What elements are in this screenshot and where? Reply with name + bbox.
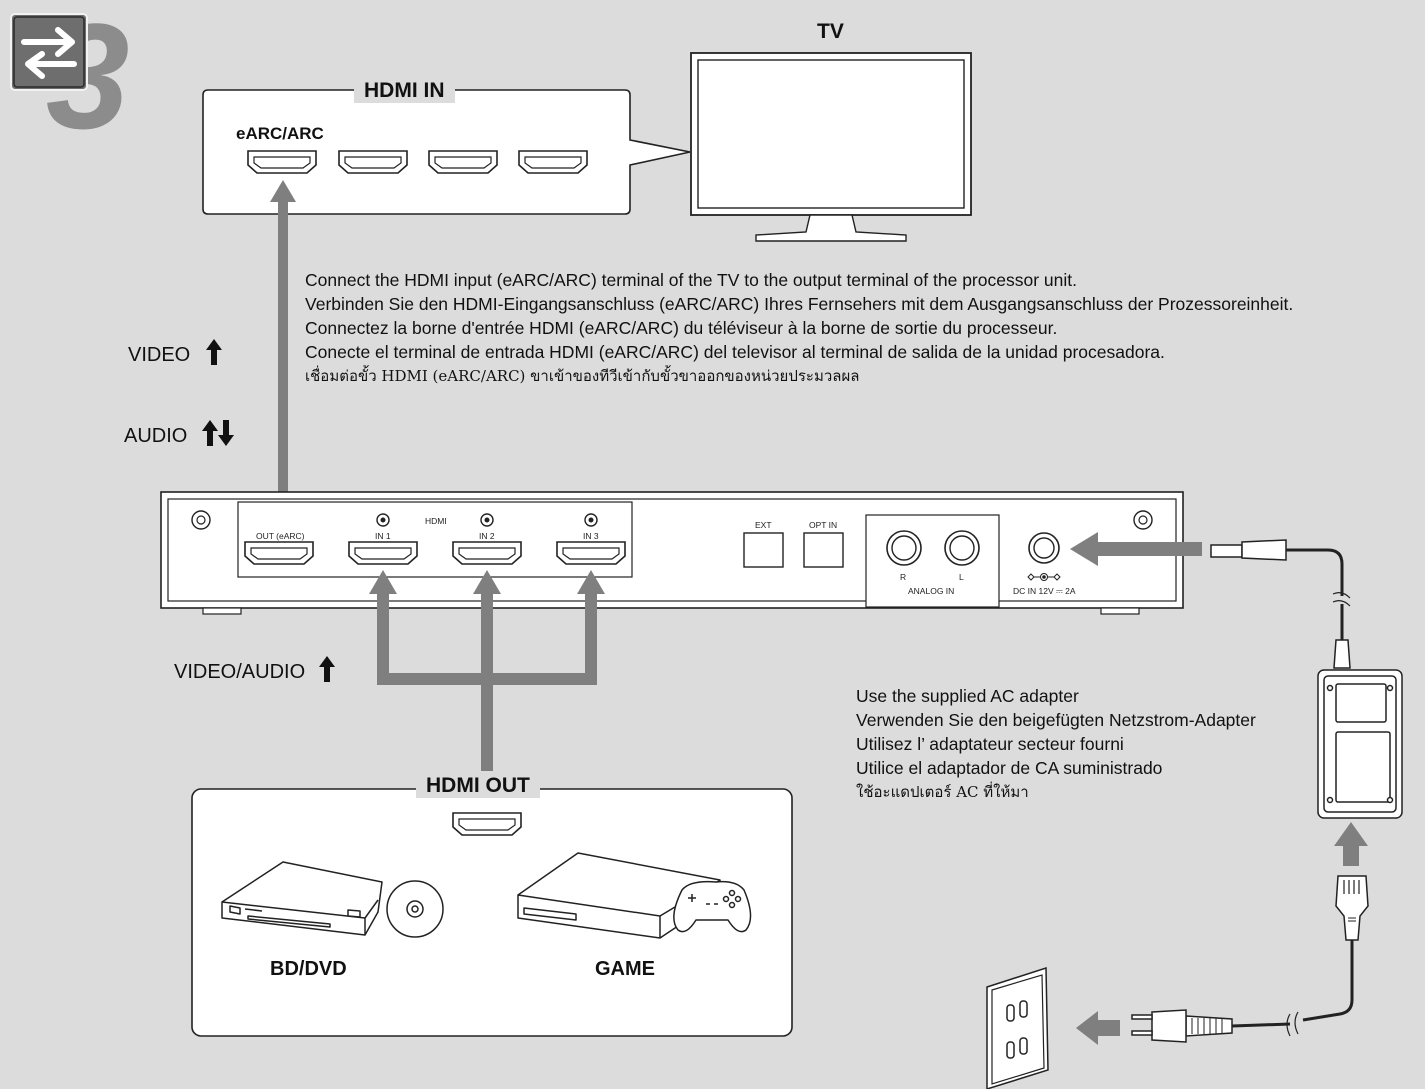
processor-in3-port	[556, 541, 626, 565]
up-arrow-icon	[205, 339, 222, 365]
bd-dvd-label: BD/DVD	[270, 958, 347, 980]
ext-port	[743, 532, 784, 568]
swap-icon	[21, 27, 77, 79]
dc-polarity-icon	[1027, 573, 1061, 581]
tv-hdmi-port-2	[338, 150, 408, 174]
tv-instruction-th: เชื่อมต่อขั้ว HDMI (eARC/ARC) ขาเข้าของท…	[305, 367, 860, 385]
processor-in2-port	[452, 541, 522, 565]
swap-icon-frame	[10, 13, 88, 91]
dc-power-arrow	[1070, 532, 1202, 566]
tv-hdmi-port-3	[428, 150, 498, 174]
analog-l-label: L	[959, 572, 964, 582]
adapter-instruction-fr: Utilisez l’ adaptateur secteur fourni	[856, 734, 1124, 754]
tv-instruction-en: Connect the HDMI input (eARC/ARC) termin…	[305, 270, 1077, 290]
up-arrow-icon	[318, 656, 335, 682]
analog-r-label: R	[900, 572, 907, 582]
adapter-instructions: Use the supplied AC adapter Verwenden Si…	[856, 684, 1256, 804]
ac-inlet-plug	[1335, 875, 1369, 941]
adapter-instruction-th: ใช้อะแดปเตอร์ AC ที่ให้มา	[856, 783, 1029, 801]
analog-in-label: ANALOG IN	[908, 586, 955, 596]
tv-instruction-de: Verbinden Sie den HDMI-Eingangsanschluss…	[305, 294, 1294, 314]
bidirectional-arrow-icon	[201, 420, 234, 446]
processor-ext-label: EXT	[755, 520, 772, 530]
step-badge: 3	[10, 0, 129, 160]
tv-instruction-es: Conecte el terminal de entrada HDMI (eAR…	[305, 342, 1165, 362]
tv-earc-label: eARC/ARC	[236, 124, 324, 143]
tv-hdmi-port-4	[518, 150, 588, 174]
game-console-illustration	[517, 852, 752, 939]
tv-instruction-fr: Connectez la borne d'entrée HDMI (eARC/A…	[305, 318, 1058, 338]
game-label: GAME	[595, 958, 655, 980]
dc-in-label: DC IN 12V ⎓ 2A	[1013, 586, 1076, 596]
tv-earc-port	[247, 150, 317, 174]
source-hdmi-out-port	[452, 812, 522, 836]
wall-outlet	[986, 966, 1049, 1089]
mains-plug	[1185, 1015, 1233, 1037]
source-devices-panel	[191, 788, 793, 1037]
processor-in1-label: IN 1	[375, 531, 391, 541]
bd-dvd-player-illustration	[221, 861, 444, 938]
source-hdmi-out-title: HDMI OUT	[416, 774, 540, 798]
tv-hdmi-in-panel	[202, 89, 691, 215]
video-label: VIDEO	[128, 338, 224, 367]
tv-title: TV	[817, 20, 844, 43]
source-input-arrows	[369, 570, 605, 771]
outlet-arrow	[1076, 1011, 1120, 1045]
adapter-instruction-es: Utilice el adaptador de CA suministrado	[856, 758, 1163, 778]
processor-unit	[160, 491, 1184, 615]
adapter-up-arrow	[1334, 822, 1368, 866]
video-audio-label: VIDEO/AUDIO	[174, 655, 337, 684]
tv-illustration	[690, 52, 972, 242]
ac-adapter-assembly	[986, 539, 1403, 1089]
audio-label: AUDIO	[124, 419, 237, 448]
analog-in-group	[865, 514, 1000, 608]
tv-hdmi-in-title: HDMI IN	[354, 79, 455, 103]
power-arrows	[1070, 532, 1368, 1045]
processor-in3-label: IN 3	[583, 531, 599, 541]
processor-hdmi-label: HDMI	[425, 516, 447, 526]
adapter-instruction-de: Verwenden Sie den beigefügten Netzstrom-…	[856, 710, 1256, 730]
processor-in2-label: IN 2	[479, 531, 495, 541]
tv-instructions: Connect the HDMI input (eARC/ARC) termin…	[305, 268, 1293, 388]
adapter-instruction-en: Use the supplied AC adapter	[856, 686, 1079, 706]
earc-double-arrow	[270, 180, 296, 528]
processor-out-label: OUT (eARC)	[256, 531, 305, 541]
opt-in-port	[803, 532, 844, 568]
processor-in1-port	[348, 541, 418, 565]
processor-opt-in-label: OPT IN	[809, 520, 838, 530]
processor-out-port	[244, 541, 314, 565]
